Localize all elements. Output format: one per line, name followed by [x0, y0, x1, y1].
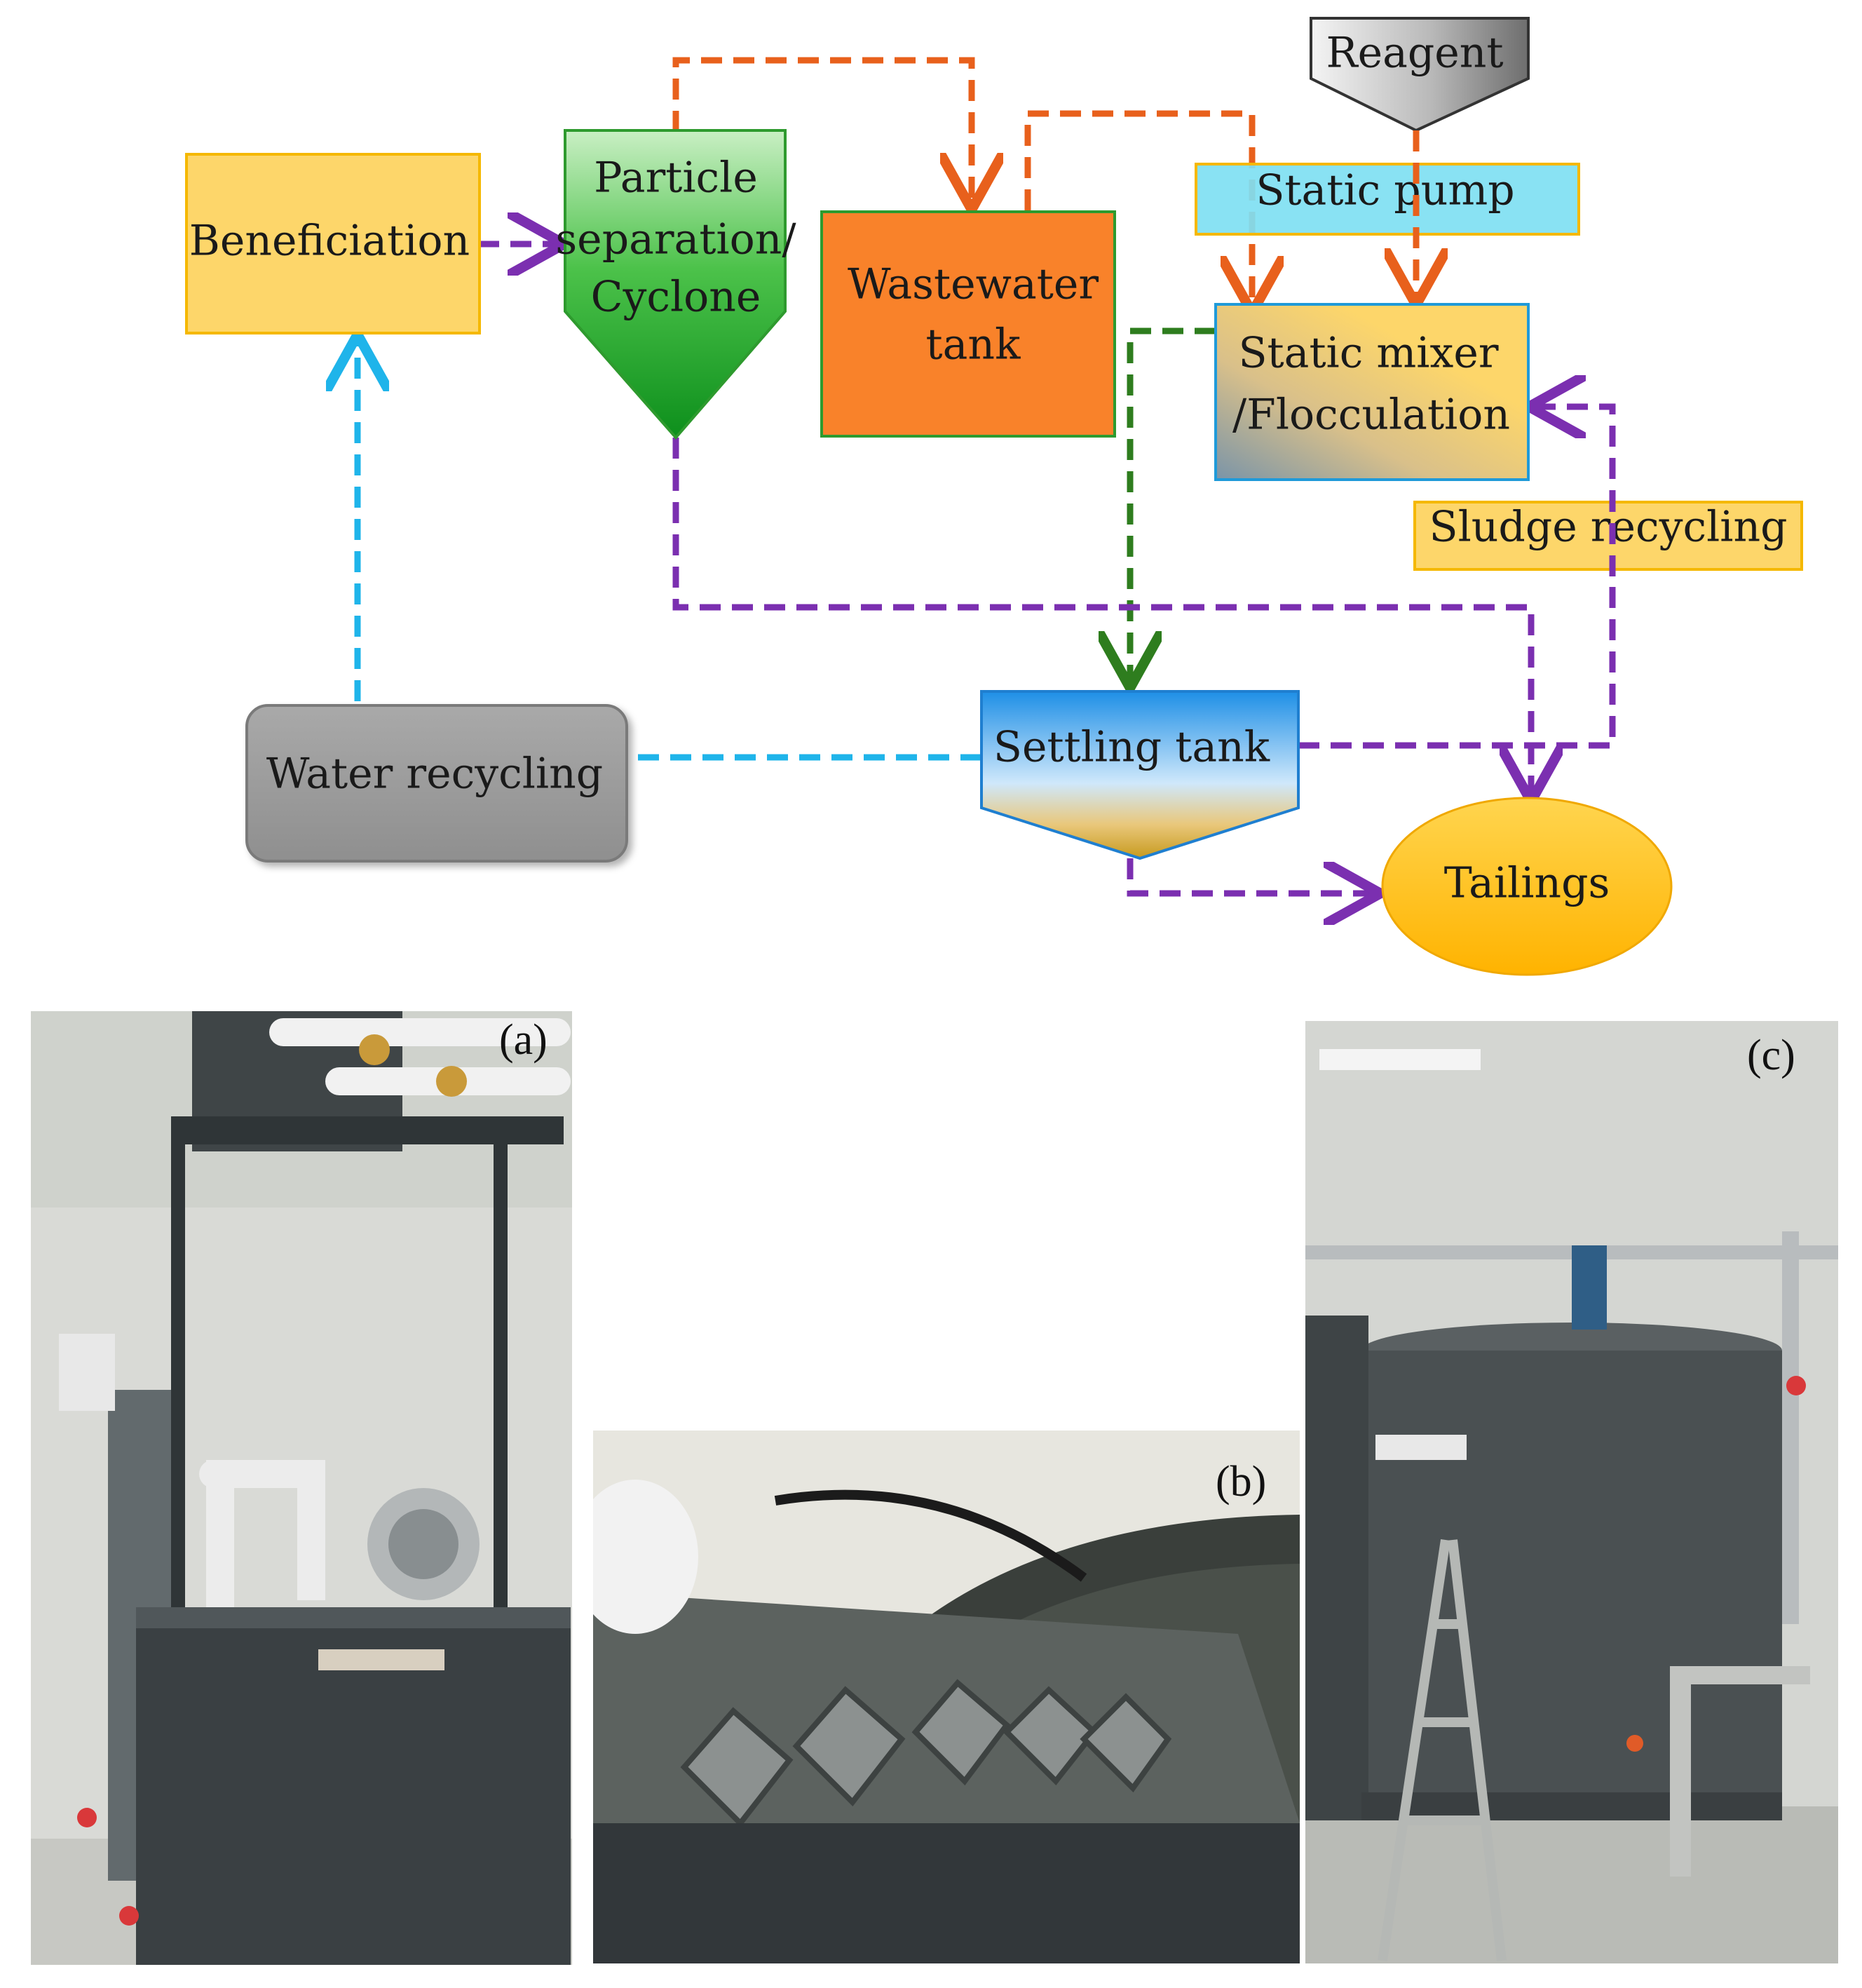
wastewater-label-line1: Wastewater [848, 260, 1099, 309]
arrow-cyclone-to-wastewater [672, 57, 972, 203]
node-settling-tank: Settling tank [980, 690, 1300, 860]
sludge-recycling-label: Sludge recycling [1429, 503, 1787, 552]
arrow-settling-to-mixer-sludge [1298, 407, 1616, 749]
mixer-label-line2: /Flocculation [1232, 391, 1510, 440]
arrow-mixer-to-settling [1130, 327, 1216, 682]
cyclone-label-line3: Cyclone [591, 273, 761, 322]
node-wastewater-tank: Wastewater tank [820, 210, 1116, 438]
node-mixer: Static mixer /Flocculation [1214, 303, 1530, 481]
arrow-cyclone-to-tailings [672, 438, 1531, 795]
water-recycling-label: Water recycling [266, 750, 603, 799]
node-cyclone: Particle separation/ Cyclone [555, 129, 796, 440]
reagent-label: Reagent [1326, 29, 1503, 78]
sludge-recycling-box: Sludge recycling [1413, 501, 1803, 571]
mixer-label-line1: Static mixer [1238, 329, 1498, 378]
photo-c-settling-tank [1305, 1021, 1838, 1963]
node-water-recycling: Water recycling [245, 704, 628, 863]
photo-a-label: (a) [499, 1016, 548, 1064]
cyclone-label-line2: separation/ [555, 215, 796, 264]
photo-b-label: (b) [1216, 1458, 1267, 1506]
node-reagent: Reagent [1310, 17, 1530, 133]
arrow-wastewater-to-mixer [1024, 110, 1252, 306]
static-pump-box: Static pump [1195, 163, 1580, 236]
cyclone-label-line1: Particle [594, 154, 758, 203]
node-beneficiation: Beneficiation [185, 153, 481, 334]
arrow-settling-to-tailings [1127, 858, 1374, 893]
tailings-label: Tailings [1444, 859, 1610, 908]
settling-tank-label: Settling tank [993, 723, 1270, 772]
static-pump-label: Static pump [1256, 166, 1514, 215]
wastewater-label-line2: tank [926, 320, 1021, 370]
node-tailings: Tailings [1381, 797, 1673, 976]
photo-a-flocculation-unit [31, 1011, 572, 1965]
beneficiation-label: Beneficiation [189, 217, 470, 266]
photo-c-label: (c) [1747, 1032, 1795, 1079]
photo-b-lamella-settler [593, 1431, 1300, 1963]
